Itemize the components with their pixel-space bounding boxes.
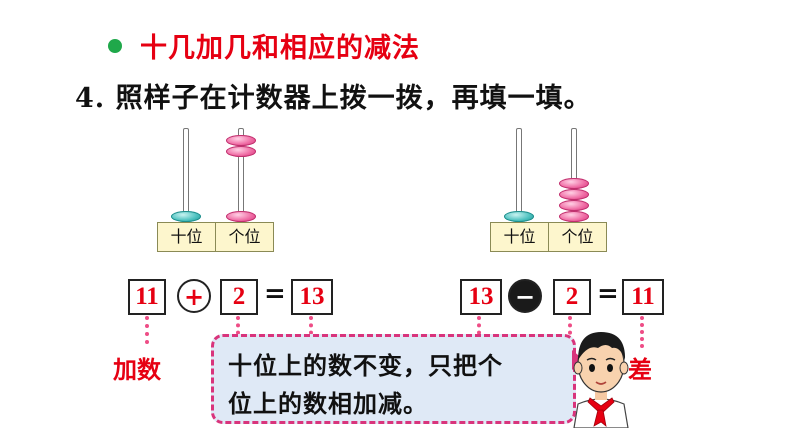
dotted-leader-line	[477, 316, 481, 342]
left-result-box[interactable]: 13	[291, 279, 333, 315]
abacus-left-ones-bead[interactable]	[226, 211, 256, 222]
abacus-right-ones-bead[interactable]	[559, 200, 589, 211]
dotted-leader-line	[568, 316, 572, 342]
difference-label: 差	[628, 355, 652, 384]
tens-place-label: 十位	[503, 227, 536, 246]
right-operand-b-box[interactable]: 2	[553, 279, 591, 315]
boy-character-illustration	[573, 332, 629, 428]
task-instruction: 4. 照样子在计数器上拨一拨，再填一填。	[75, 83, 592, 114]
section-title: 十几加几和相应的减法	[140, 33, 420, 64]
right-operand-a-box[interactable]: 13	[460, 279, 502, 315]
equals-sign: =	[597, 279, 619, 309]
abacus-right-ones-bead[interactable]	[559, 211, 589, 222]
dotted-leader-line	[309, 316, 313, 342]
equals-sign: =	[264, 279, 286, 309]
bubble-line-1: 十位上的数不变，只把个	[228, 351, 503, 380]
abacus-left-base: 十位 个位	[157, 222, 274, 252]
tens-place-label: 十位	[170, 227, 203, 246]
dotted-leader-line	[640, 316, 644, 348]
left-operand-b-box[interactable]: 2	[220, 279, 258, 315]
abacus-right-tens-bead[interactable]	[504, 211, 534, 222]
plus-operator: +	[177, 279, 211, 313]
minus-operator: −	[508, 279, 542, 313]
dotted-leader-line	[236, 316, 240, 342]
ones-place-label: 个位	[548, 223, 606, 251]
speech-bubble: 十位上的数不变，只把个 位上的数相加减。	[211, 334, 576, 424]
addend-label: 加数	[113, 355, 161, 384]
abacus-right-tens-rod	[516, 128, 522, 214]
abacus-right-base: 十位 个位	[490, 222, 607, 252]
abacus-left-tens-rod	[183, 128, 189, 214]
bubble-line-2: 位上的数相加减。	[228, 389, 428, 418]
right-result-box[interactable]: 11	[622, 279, 664, 315]
bullet-dot-icon	[108, 39, 122, 53]
abacus-left-tens-bead[interactable]	[171, 211, 201, 222]
abacus-right-ones-bead[interactable]	[559, 178, 589, 189]
abacus-right-ones-bead[interactable]	[559, 189, 589, 200]
left-operand-a-box[interactable]: 11	[128, 279, 166, 315]
dotted-leader-line	[145, 316, 149, 344]
abacus-left-ones-bead[interactable]	[226, 135, 256, 146]
ones-place-label: 个位	[215, 223, 273, 251]
abacus-left-ones-bead[interactable]	[226, 146, 256, 157]
